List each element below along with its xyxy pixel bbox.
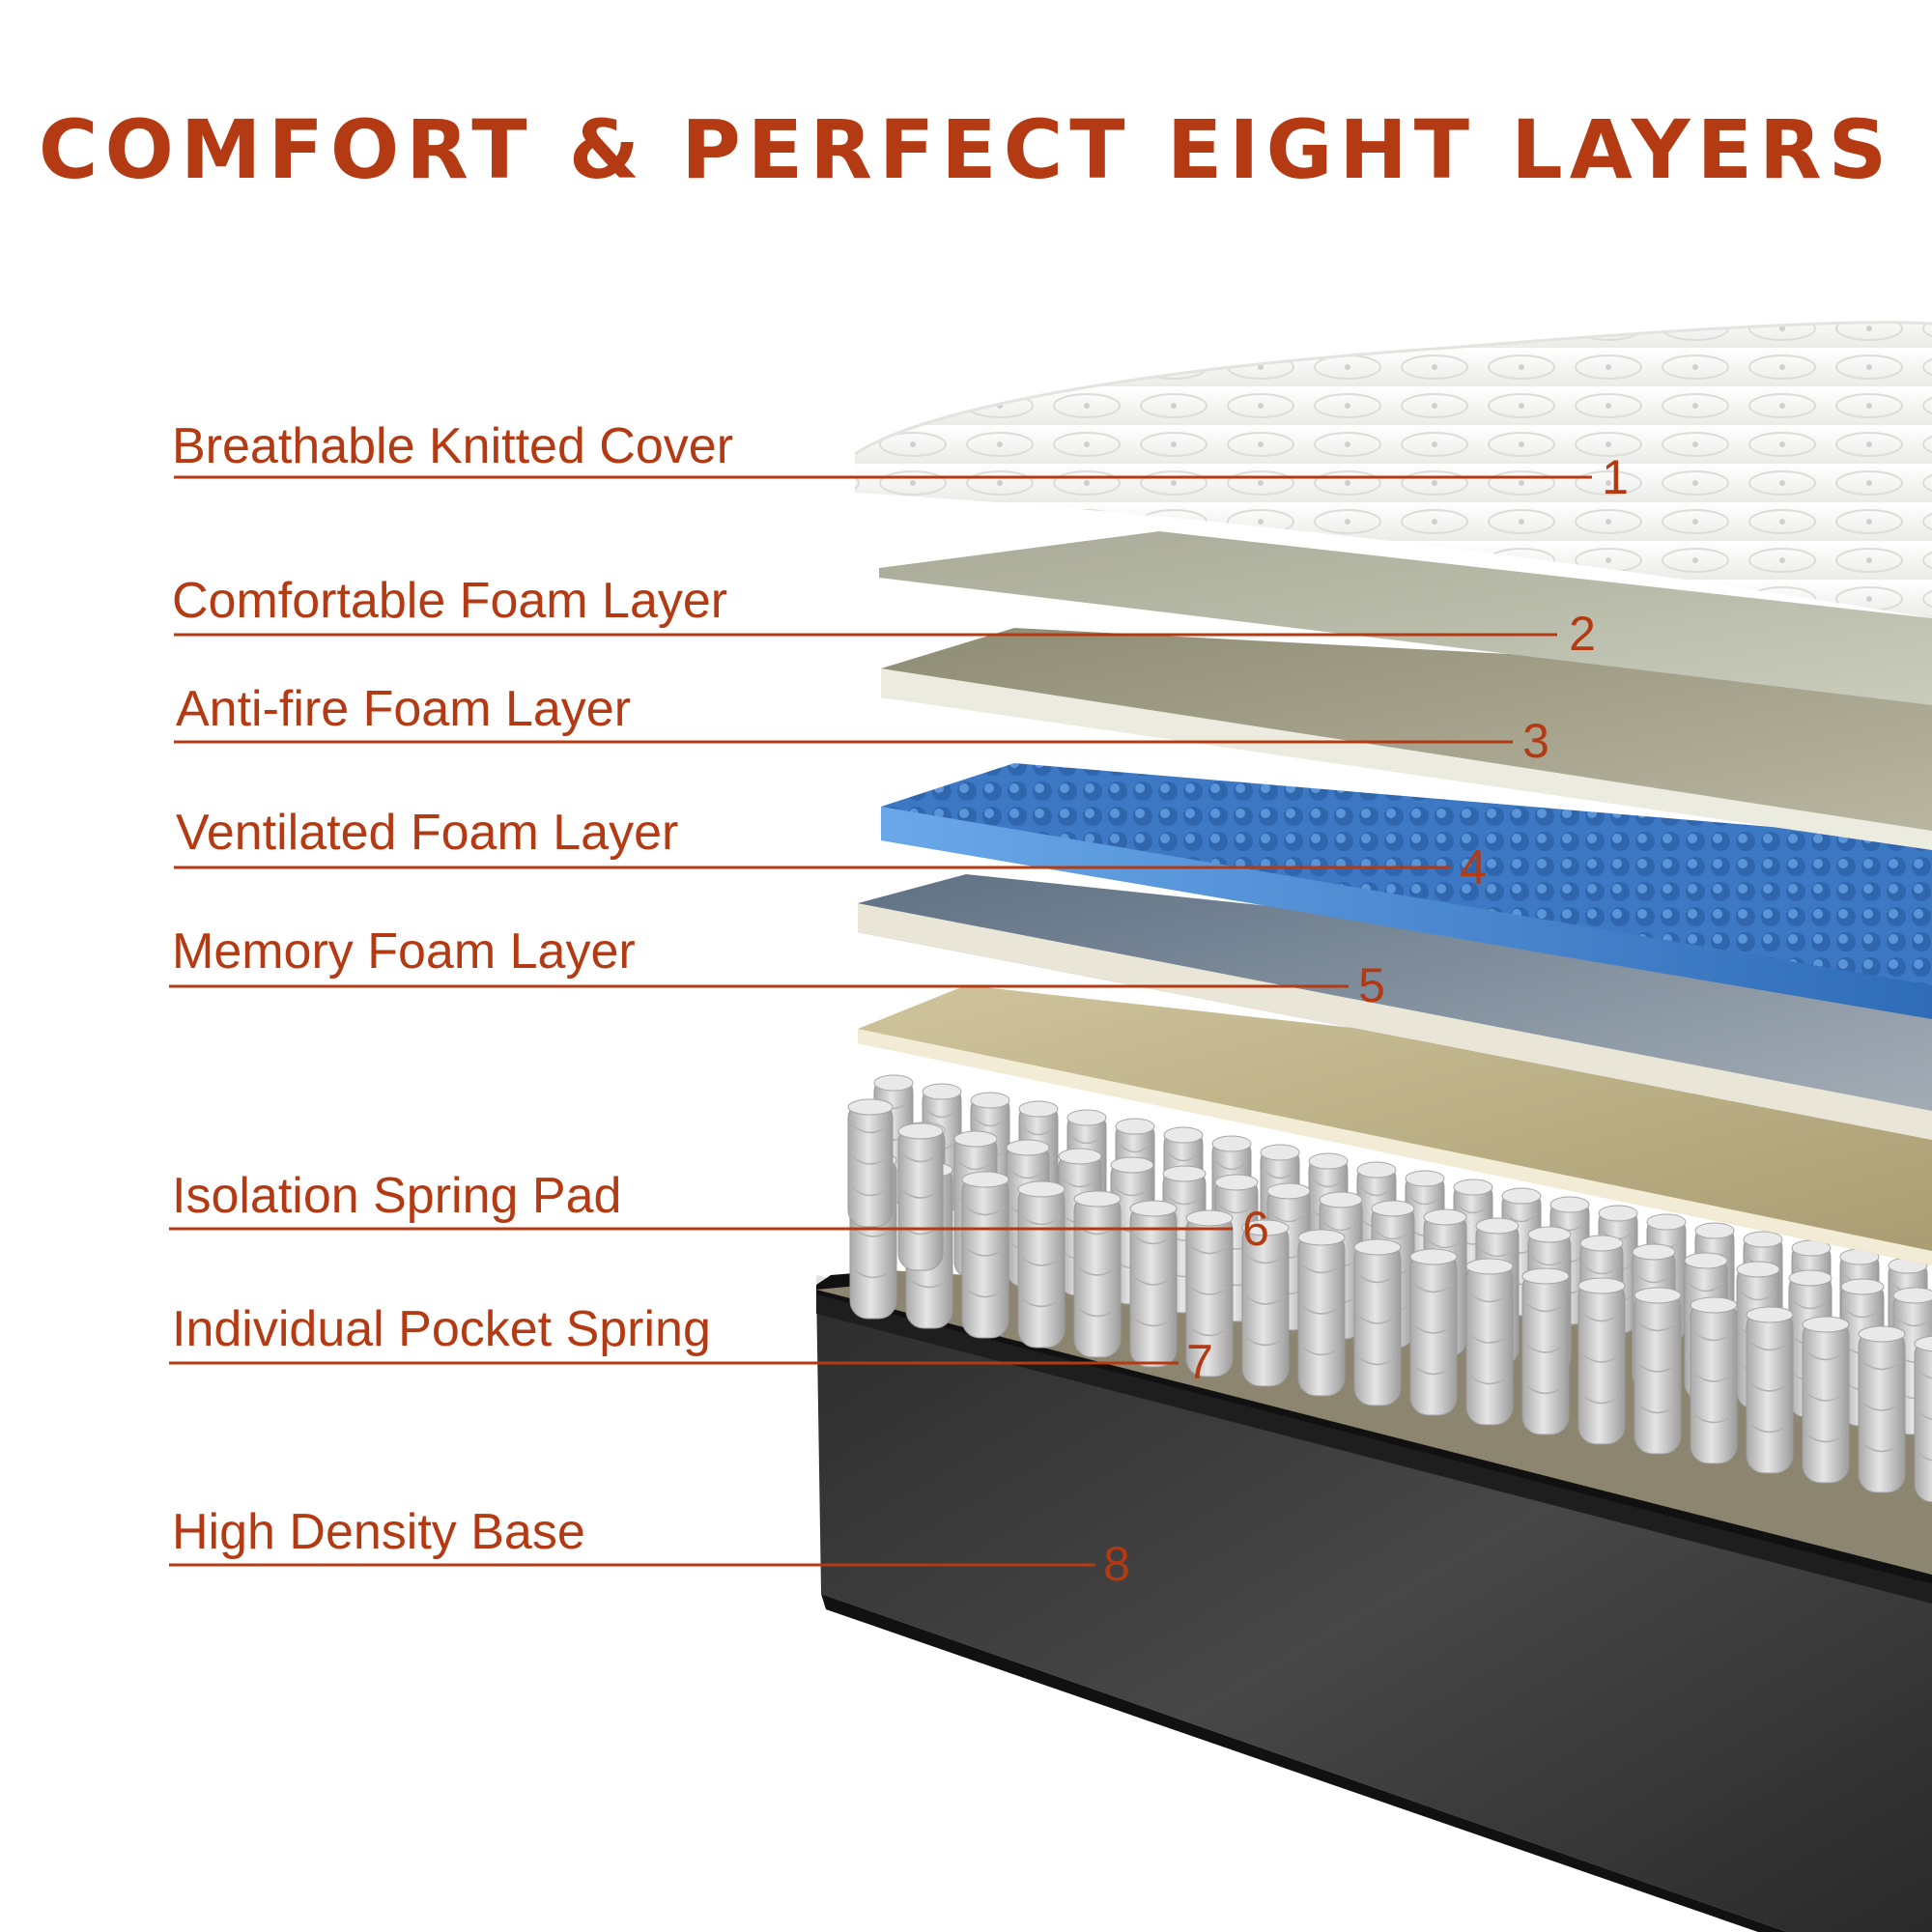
pocket-spring [1802, 1316, 1850, 1484]
layer-label-1: Breathable Knitted Cover [172, 418, 734, 474]
pocket-springs [847, 1074, 1932, 1503]
pocket-spring [1521, 1267, 1570, 1435]
pocket-spring [1073, 1190, 1122, 1358]
layer-number-7: 7 [1186, 1335, 1213, 1389]
layer-label-8: High Density Base [172, 1504, 585, 1560]
layer-number-3: 3 [1522, 714, 1549, 768]
pocket-spring [1914, 1335, 1932, 1503]
pocket-spring [1129, 1200, 1178, 1368]
pocket-spring [1185, 1209, 1234, 1378]
pocket-spring [1297, 1229, 1346, 1397]
layer-number-5: 5 [1358, 958, 1385, 1012]
layer-label-6: Isolation Spring Pad [172, 1168, 622, 1224]
layer-label-5: Memory Foam Layer [172, 923, 636, 980]
layer-number-8: 8 [1103, 1537, 1130, 1591]
layer-number-6: 6 [1242, 1202, 1269, 1256]
pocket-spring [1353, 1238, 1402, 1406]
comfortable-foam-shape [879, 531, 1932, 705]
layer-label-3: Anti-fire Foam Layer [176, 681, 632, 737]
layer-label-7: Individual Pocket Spring [172, 1301, 711, 1357]
knitted-cover-shape [854, 321, 1932, 618]
pocket-spring [1017, 1180, 1065, 1349]
layer-number-1: 1 [1602, 450, 1629, 504]
page-title: COMFORT & PERFECT EIGHT LAYERS [38, 102, 1894, 197]
pocket-spring [961, 1171, 1009, 1339]
layer-number-2: 2 [1569, 607, 1596, 661]
layer-label-2: Comfortable Foam Layer [172, 573, 728, 629]
anti-fire-foam-shape [881, 628, 1932, 850]
ventilated-foam-shape [881, 763, 1932, 1019]
layer-number-4: 4 [1460, 840, 1487, 895]
pocket-spring [1858, 1325, 1906, 1493]
memory-foam-shape [858, 874, 1932, 1140]
pocket-spring [897, 1122, 944, 1271]
pocket-spring [1690, 1296, 1738, 1464]
pocket-spring [847, 1098, 894, 1228]
pocket-spring [1634, 1287, 1682, 1455]
pocket-spring [1465, 1258, 1514, 1426]
leader-lines [169, 475, 1592, 1567]
pocket-spring [1746, 1306, 1794, 1474]
isolation-spring-pad-shape [858, 985, 1932, 1265]
layer-label-4: Ventilated Foam Layer [176, 805, 679, 861]
pocket-spring [1577, 1277, 1626, 1445]
pocket-spring [1241, 1219, 1290, 1387]
pocket-spring [1409, 1248, 1458, 1416]
